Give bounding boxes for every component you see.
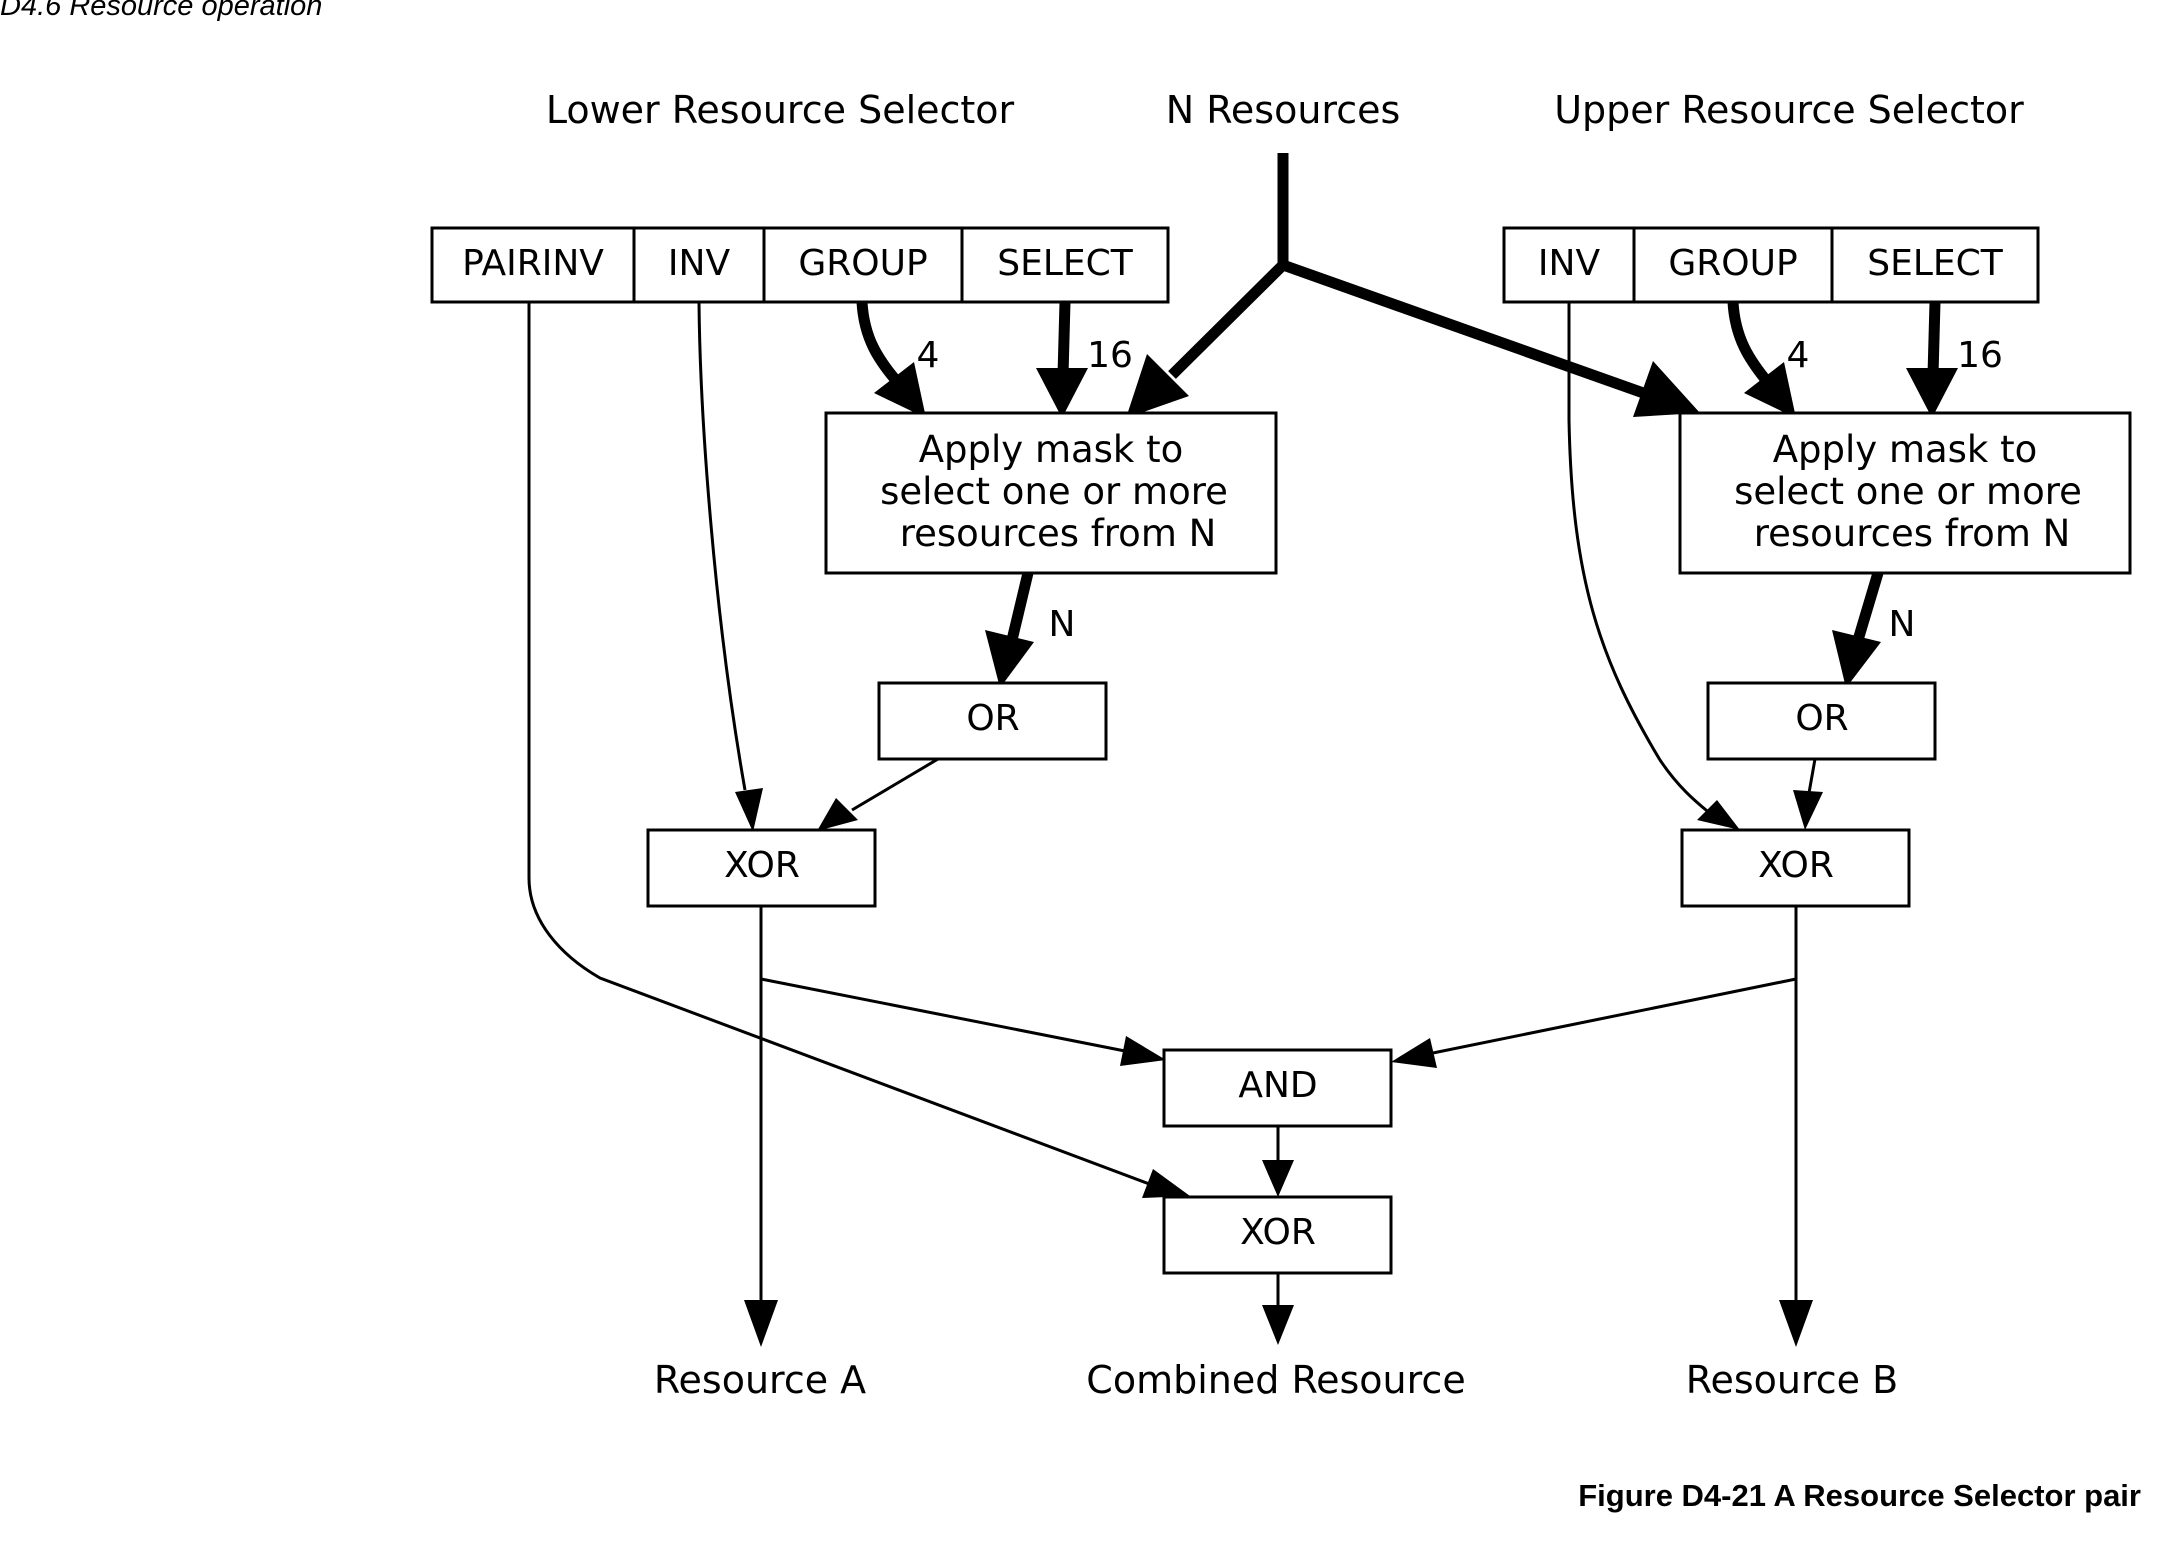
figure-caption: Figure D4-21 A Resource Selector pair — [1578, 1478, 2141, 1513]
combined-resource-label: Combined Resource — [1086, 1358, 1465, 1402]
upper-group-width-label: 4 — [1787, 335, 1810, 376]
lower-pairinv-text: PAIRINV — [462, 243, 604, 284]
lower-selector-register: PAIRINV INV GROUP SELECT — [430, 226, 1170, 304]
lower-inv-text: INV — [668, 243, 731, 284]
lower-select-bus: 16 — [1036, 301, 1133, 418]
lower-selector-label: Lower Resource Selector — [546, 88, 1015, 132]
lower-mask-line2: select one or more — [880, 470, 1228, 513]
lower-or-gate: OR — [877, 681, 1108, 761]
lower-or-to-xor-wire — [817, 757, 939, 831]
upper-select-bus: 16 — [1906, 301, 2003, 418]
upper-mask-width-label: N — [1889, 604, 1916, 645]
lower-select-field — [960, 226, 1170, 304]
and-to-xor-wire — [1262, 1126, 1294, 1197]
upper-group-field — [1632, 226, 1834, 304]
upper-group-bus: 4 — [1727, 301, 1810, 418]
lower-or-text: OR — [966, 698, 1019, 739]
upper-inv-text: INV — [1538, 243, 1601, 284]
lower-group-width-label: 4 — [917, 335, 940, 376]
upper-selector-register: INV GROUP SELECT — [1502, 226, 2040, 304]
lower-mask-to-or-bus: N — [985, 571, 1076, 688]
upper-mask-line1: Apply mask to — [1773, 428, 2038, 471]
upper-or-text: OR — [1795, 698, 1848, 739]
lower-mask-line3: resources from N — [900, 512, 1217, 555]
final-xor-text: XOR — [1240, 1212, 1316, 1253]
upper-selector-label: Upper Resource Selector — [1554, 88, 2024, 132]
lower-mask-line1: Apply mask to — [919, 428, 1184, 471]
upper-select-text: SELECT — [1867, 243, 2004, 284]
pairinv-wire — [527, 302, 1190, 1198]
lower-xor-gate: XOR — [646, 828, 877, 908]
upper-or-gate: OR — [1706, 681, 1937, 761]
upper-mask-to-or-bus: N — [1832, 571, 1916, 688]
lower-xor-text: XOR — [724, 845, 800, 886]
lower-group-bus: 4 — [856, 301, 940, 418]
combined-output-wire — [1262, 1273, 1294, 1345]
resource-b-wire — [1779, 906, 1813, 1347]
lower-xor-to-and-wire — [760, 977, 1166, 1066]
lower-select-text: SELECT — [997, 243, 1134, 284]
upper-xor-text: XOR — [1758, 845, 1834, 886]
lower-inv-wire — [697, 301, 763, 832]
lower-select-width-label: 16 — [1087, 335, 1133, 376]
lower-mask-box: Apply mask to select one or more resourc… — [824, 411, 1278, 575]
resource-a-label: Resource A — [654, 1358, 866, 1402]
lower-group-text: GROUP — [798, 243, 927, 284]
final-xor-gate: XOR — [1162, 1195, 1393, 1275]
resource-b-label: Resource B — [1686, 1358, 1898, 1402]
upper-or-to-xor-wire — [1793, 758, 1823, 830]
section-header: D4.6 Resource operation — [0, 0, 323, 22]
upper-group-text: GROUP — [1668, 243, 1797, 284]
upper-select-width-label: 16 — [1957, 335, 2003, 376]
upper-mask-line2: select one or more — [1734, 470, 2082, 513]
n-resources-bus — [1126, 153, 1700, 418]
and-gate: AND — [1162, 1048, 1393, 1128]
upper-xor-to-and-wire — [1391, 977, 1797, 1068]
and-gate-text: AND — [1238, 1065, 1317, 1106]
resource-a-wire — [744, 906, 778, 1347]
upper-mask-box: Apply mask to select one or more resourc… — [1678, 411, 2132, 575]
upper-select-field — [1830, 226, 2040, 304]
lower-mask-width-label: N — [1049, 604, 1076, 645]
n-resources-label: N Resources — [1166, 88, 1401, 132]
upper-mask-line3: resources from N — [1754, 512, 2071, 555]
upper-xor-gate: XOR — [1680, 828, 1911, 908]
upper-inv-wire — [1567, 302, 1740, 830]
